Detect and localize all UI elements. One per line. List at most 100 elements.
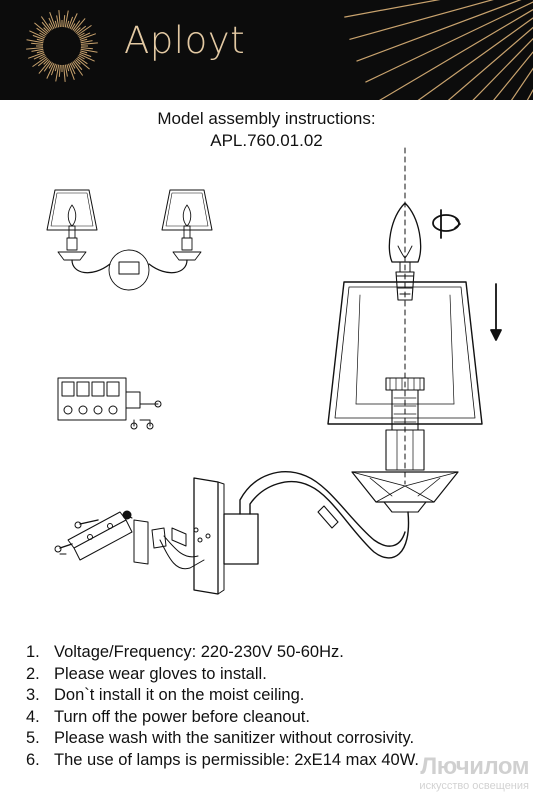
logo-ray xyxy=(79,33,96,40)
list-item: 6.The use of lamps is permissible: 2xE14… xyxy=(26,750,419,772)
logo-ray xyxy=(36,38,44,42)
model-number: APL.760.01.02 xyxy=(210,131,323,150)
corner-ray xyxy=(379,8,533,100)
logo-ray xyxy=(75,59,81,65)
terminal-block xyxy=(57,377,162,430)
logo-ray xyxy=(49,12,56,29)
list-item: 3. Don`t install it on the moist ceiling. xyxy=(26,685,419,707)
logo-ray xyxy=(80,40,93,44)
step-text: Please wear gloves to install. xyxy=(54,664,267,683)
list-item: 1. Voltage/Frequency: 220-230V 50-60Hz. xyxy=(26,642,419,664)
list-item: 4. Turn off the power before cleanout. xyxy=(26,707,419,729)
logo-ray xyxy=(54,64,58,72)
corner-ray xyxy=(510,67,533,100)
corner-ray xyxy=(349,0,494,40)
logo-ray xyxy=(58,64,61,77)
logo-ray xyxy=(40,16,52,31)
corner-ray xyxy=(417,17,533,100)
step-number: 2. xyxy=(26,664,40,683)
logo-ray xyxy=(33,53,45,60)
corner-ray xyxy=(344,0,441,18)
logo-ray xyxy=(71,62,76,69)
logo-ray xyxy=(32,56,47,68)
logo-ray xyxy=(28,52,45,59)
step-text: Please wash with the sanitizer without c… xyxy=(54,729,415,747)
logo-ray xyxy=(63,64,66,82)
fixture-preview xyxy=(46,189,213,291)
logo-ray xyxy=(72,61,84,76)
logo-ray xyxy=(77,24,92,36)
logo-ray xyxy=(48,17,55,29)
logo-ray xyxy=(79,53,95,62)
logo-ray xyxy=(80,47,93,50)
logo-ray xyxy=(78,55,85,60)
step-text: Don`t install it on the moist ceiling. xyxy=(54,686,305,704)
logo-ray xyxy=(72,20,81,31)
logo-ray xyxy=(36,27,47,36)
list-item: 5. Please wash with the sanitizer without… xyxy=(26,728,419,750)
logo-ray xyxy=(80,50,88,54)
logo-ray xyxy=(38,60,51,74)
brand-name: Aployt xyxy=(124,19,246,62)
step-number: 5. xyxy=(26,729,40,747)
main-fixture xyxy=(327,147,502,513)
step-text: Turn off the power before cleanout. xyxy=(54,707,310,726)
logo-ray xyxy=(43,27,49,33)
down-arrow-icon xyxy=(490,283,502,341)
step-number: 1. xyxy=(26,643,40,661)
logo-ray xyxy=(80,42,98,45)
logo-ray xyxy=(46,63,55,79)
logo-ray xyxy=(32,34,45,40)
mounting-hardware xyxy=(54,510,211,570)
corner-ray xyxy=(472,37,533,100)
logo-ray xyxy=(79,32,91,39)
list-item: 2. Please wear gloves to install. xyxy=(26,664,419,686)
logo-core xyxy=(45,29,79,63)
logo-ray xyxy=(43,61,52,72)
step-number: 3. xyxy=(26,686,40,704)
instruction-list: 1. Voltage/Frequency: 220-230V 50-60Hz. 2… xyxy=(26,642,419,771)
brand-banner: Aployt xyxy=(0,0,533,100)
logo-ray xyxy=(48,62,53,69)
assembly-diagram xyxy=(46,147,502,595)
logo-ray xyxy=(39,55,46,60)
logo-ray xyxy=(80,48,98,53)
step-number: 4. xyxy=(26,707,40,726)
sunburst-logo-icon xyxy=(26,0,533,100)
logo-ray xyxy=(64,10,69,28)
logo-ray xyxy=(43,59,49,65)
corner-ray xyxy=(493,51,533,100)
corner-ray xyxy=(494,7,533,100)
logo-ray xyxy=(63,15,66,28)
logo-ray xyxy=(71,23,76,30)
logo-ray xyxy=(41,21,51,32)
logo-ray xyxy=(48,23,53,30)
step-text: Voltage/Frequency: 220-230V 50-60Hz. xyxy=(54,643,344,661)
logo-ray xyxy=(78,32,85,37)
step-text: The use of lamps is permissible: 2xE14 m… xyxy=(54,750,419,769)
logo-ray xyxy=(54,20,58,28)
fixture-arm xyxy=(193,471,410,595)
logo-ray xyxy=(26,47,44,50)
logo-ray xyxy=(76,57,90,70)
logo-ray xyxy=(68,16,74,29)
logo-ray xyxy=(55,64,60,82)
logo-ray xyxy=(68,63,75,80)
logo-ray xyxy=(69,63,76,75)
watermark-tagline: искусство освещения xyxy=(419,780,529,792)
logo-ray xyxy=(66,20,70,28)
corner-ray xyxy=(447,26,533,100)
logo-ray xyxy=(69,13,78,29)
logo-ray xyxy=(76,25,87,35)
logo-ray xyxy=(26,39,44,44)
logo-ray xyxy=(73,18,86,32)
watermark: Лючилом искусство освещения xyxy=(419,754,529,793)
watermark-brand: Лючилом xyxy=(420,753,529,780)
corner-ray xyxy=(365,1,533,83)
logo-ray xyxy=(75,27,81,33)
logo-ray xyxy=(64,64,68,77)
logo-ray xyxy=(58,10,61,28)
logo-ray xyxy=(79,52,92,58)
logo-ray xyxy=(34,22,48,35)
logo-ray xyxy=(37,57,48,67)
